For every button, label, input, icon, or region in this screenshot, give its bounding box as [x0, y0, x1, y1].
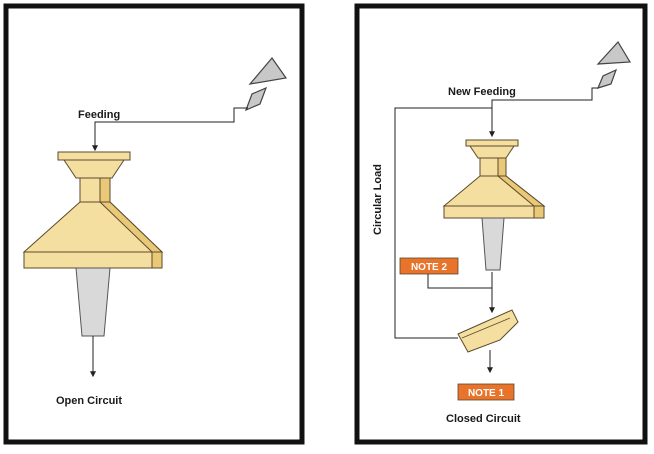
circular-load-label: Circular Load [372, 164, 384, 235]
note-2-leader [427, 274, 492, 289]
hydrocyclone-icon [442, 139, 546, 271]
hydrocyclone-icon [22, 151, 164, 337]
note-2-label: NOTE 2 [411, 262, 448, 273]
ore-rock-icon [244, 57, 288, 112]
screen-chute-icon [457, 309, 519, 353]
closed-circuit-panel: New Feeding Circular Load NOTE 2 [354, 3, 648, 445]
closed-circuit-caption: Closed Circuit [446, 413, 521, 425]
ore-rock-icon [596, 40, 632, 89]
feed-line [92, 107, 248, 152]
note-2-badge [399, 257, 459, 275]
feed-label: Feeding [78, 109, 120, 121]
new-feed-label: New Feeding [448, 86, 516, 98]
note-1-label: NOTE 1 [468, 388, 505, 399]
open-circuit-frame [3, 3, 305, 445]
new-feed-line [489, 87, 598, 138]
note-1-badge [457, 383, 515, 401]
circular-load-line [394, 107, 492, 339]
open-circuit-panel: Feeding Open Circuit [3, 3, 305, 445]
open-circuit-caption: Open Circuit [56, 395, 122, 407]
